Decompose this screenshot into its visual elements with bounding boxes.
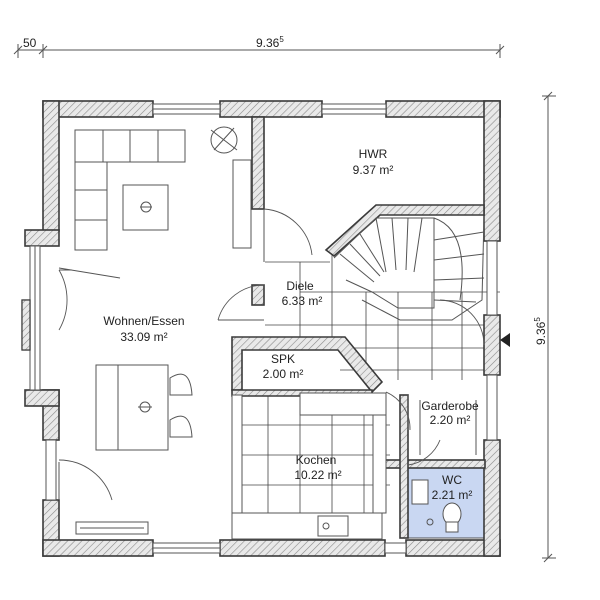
dimension-top: 50 9.365 [13, 35, 505, 58]
room-wc-area: 2.21 m² [432, 488, 473, 502]
room-garderobe-name: Garderobe [421, 399, 479, 413]
dimension-width-label: 9.365 [256, 35, 284, 50]
room-wohnen-name: Wohnen/Essen [103, 314, 184, 328]
room-hwr-name: HWR [359, 147, 388, 161]
staircase [333, 215, 485, 321]
dimension-height-label: 9.365 [533, 317, 548, 345]
room-wohnen-area: 33.09 m² [120, 330, 167, 344]
windows [21, 103, 498, 554]
room-labels: HWR 9.37 m² Wohnen/Essen 33.09 m² Diele … [103, 147, 479, 502]
room-kochen-area: 10.22 m² [294, 468, 341, 482]
floor-tiles [235, 250, 500, 513]
room-wc-name: WC [442, 473, 462, 487]
room-diele-name: Diele [286, 279, 314, 293]
doors [58, 208, 485, 501]
room-garderobe-area: 2.20 m² [430, 413, 471, 427]
room-spk-area: 2.00 m² [263, 367, 304, 381]
room-kochen-name: Kochen [296, 453, 337, 467]
entrance-arrow-icon [500, 333, 510, 347]
dimension-offset-label: 50 [23, 36, 37, 50]
room-diele-area: 6.33 m² [282, 294, 323, 308]
room-spk-name: SPK [271, 352, 295, 366]
dimension-right: 9.365 [533, 91, 556, 563]
room-hwr-area: 9.37 m² [353, 163, 394, 177]
exterior-walls [24, 100, 501, 557]
furniture [74, 126, 477, 540]
